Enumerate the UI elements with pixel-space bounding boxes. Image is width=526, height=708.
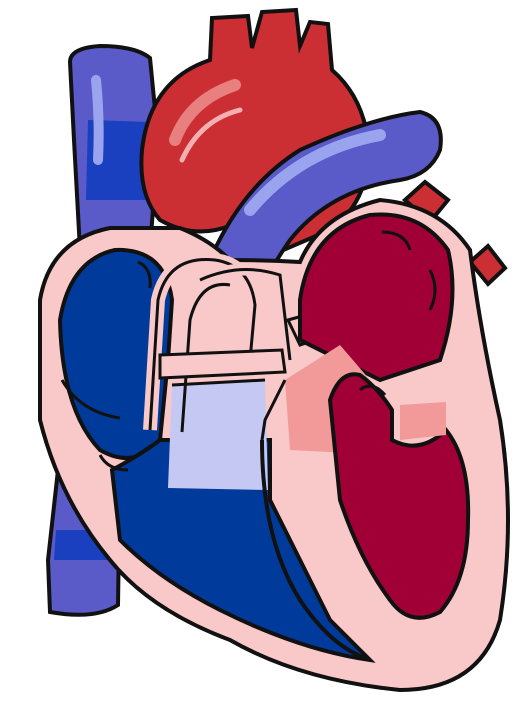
heart-diagram <box>0 0 526 708</box>
